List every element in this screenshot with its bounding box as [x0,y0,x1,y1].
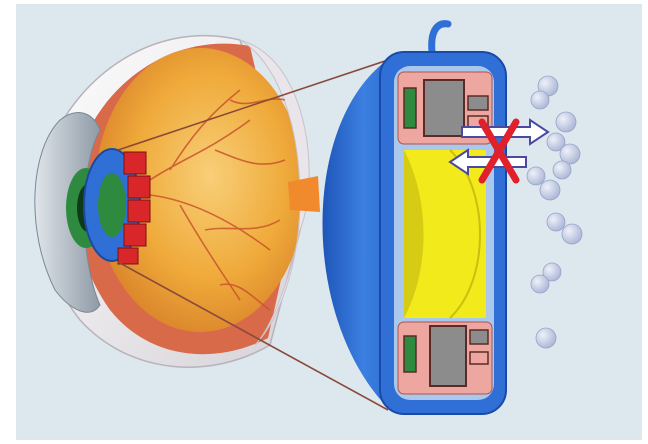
molecule-bubble [540,180,560,200]
molecule-bubble [531,91,549,109]
electronics-bottom [398,322,492,394]
molecule-bubble [562,224,582,244]
molecule-bubble [527,167,545,185]
molecule-bubble [553,161,571,179]
molecule-bubble [531,275,549,293]
molecule-bubble [536,328,556,348]
molecule-bubble [547,213,565,231]
molecule-bubble [556,112,576,132]
lens [404,150,494,318]
optic-nerve [288,176,320,212]
